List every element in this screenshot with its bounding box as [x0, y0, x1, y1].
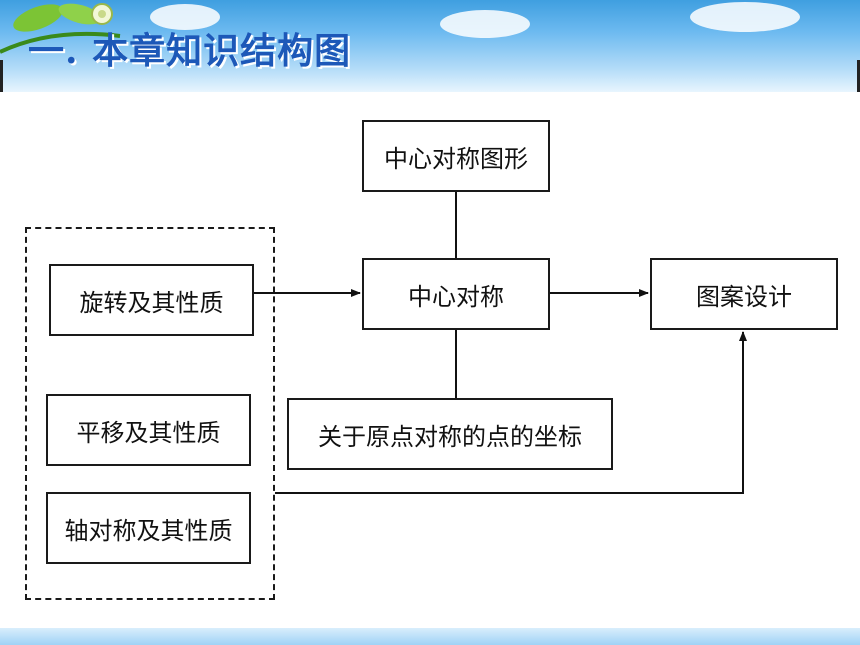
- cloud-decoration: [440, 10, 530, 38]
- cloud-decoration: [150, 4, 220, 30]
- header-banner: [0, 0, 860, 92]
- edge-group-to-pattern-design: [275, 331, 747, 494]
- node-center-figure: 中心对称图形: [362, 120, 550, 192]
- node-axial-symmetry: 轴对称及其性质: [46, 492, 251, 564]
- header-edge-left: [0, 60, 3, 92]
- header-edge-right: [857, 60, 860, 92]
- node-rotation: 旋转及其性质: [49, 264, 254, 336]
- node-pattern-design: 图案设计: [650, 258, 838, 330]
- leaf-snail-decoration: [0, 3, 121, 54]
- footer-band: [0, 628, 860, 645]
- cloud-decoration: [690, 2, 800, 32]
- slide-title: 一. 本章知识结构图: [28, 30, 352, 72]
- node-translation: 平移及其性质: [46, 394, 251, 466]
- node-central-symmetry: 中心对称: [362, 258, 550, 330]
- dashed-group-box: [25, 227, 275, 600]
- node-origin-symmetry-coords: 关于原点对称的点的坐标: [287, 398, 613, 470]
